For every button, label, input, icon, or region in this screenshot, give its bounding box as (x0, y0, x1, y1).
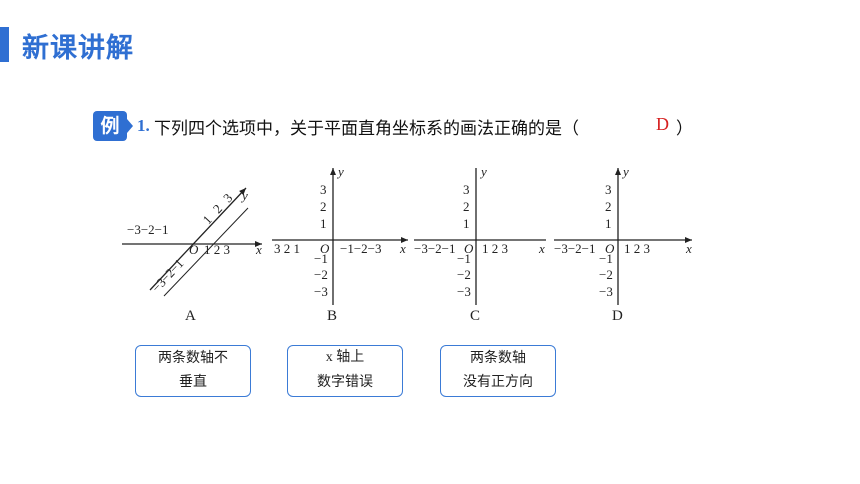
diagram-b: 3 2 1 O −1−2−3 x y 3 2 1 −1 −2 −3 B (272, 164, 408, 324)
diagram-c-x-neg-labels: −3−2−1 (414, 241, 456, 256)
diagram-d-caption: D (612, 308, 623, 324)
note-b: x 轴上 数字错误 (287, 345, 403, 397)
diagram-d: −3−2−1 O 1 2 3 x y 3 2 1 −1 −2 −3 D (554, 164, 692, 324)
note-a-line1: 两条数轴不 (158, 350, 228, 366)
diagram-a-x-label: x (255, 242, 262, 257)
diagram-a-y-pos-3: 3 (220, 190, 235, 205)
diagram-d-origin: O (605, 241, 615, 256)
diagram-b-y-label: y (336, 164, 344, 179)
diagram-a-origin: O (189, 242, 199, 257)
diagram-b-caption: B (327, 308, 337, 324)
diagram-c-y-2: 2 (463, 199, 470, 214)
diagram-b-origin: O (320, 241, 330, 256)
diagram-d-x-neg-labels: −3−2−1 (554, 241, 596, 256)
note-b-line2: 数字错误 (317, 374, 373, 390)
diagram-a-y-guide (163, 207, 249, 297)
diagram-b-y-2: 2 (320, 199, 327, 214)
note-c-line2: 没有正方向 (463, 374, 533, 390)
diagram-a-caption: A (185, 308, 196, 324)
diagram-b-y-neg3: −3 (314, 284, 328, 299)
diagram-b-y-neg2: −2 (314, 267, 328, 282)
diagram-d-y-3: 3 (605, 182, 612, 197)
diagram-b-x-left-labels: 3 2 1 (274, 241, 300, 256)
note-c: 两条数轴 没有正方向 (440, 345, 556, 397)
diagram-a-y-pos-1: 1 (200, 212, 215, 227)
page-title: 新课讲解 (22, 33, 134, 64)
diagram-a-y-axis (149, 187, 247, 291)
diagram-a-x-pos-labels: 1 2 3 (204, 242, 230, 257)
question-text: 下列四个选项中，关于平面直角坐标系的画法正确的是（ (154, 119, 579, 139)
diagram-a-x-neg-labels: −3−2−1 (127, 222, 169, 237)
header-accent-bar (0, 27, 9, 62)
diagram-c-y-3: 3 (463, 182, 470, 197)
diagram-c-y-label: y (479, 164, 487, 179)
answer-text: D (656, 114, 669, 134)
diagram-c: −3−2−1 O 1 2 3 x y 3 2 1 −1 −2 −3 C (414, 164, 546, 324)
diagram-d-x-pos-labels: 1 2 3 (624, 241, 650, 256)
diagram-c-y-1: 1 (463, 216, 470, 231)
diagram-d-x-label: x (685, 241, 692, 256)
diagram-d-y-neg1: −1 (599, 251, 613, 266)
diagram-a-y-label: y (240, 188, 248, 203)
note-c-line1: 两条数轴 (470, 350, 526, 366)
question-number: 1. (137, 116, 150, 135)
diagram-d-y-2: 2 (605, 199, 612, 214)
diagram-b-y-1: 1 (320, 216, 327, 231)
diagram-a: −3−2−1 O 1 2 3 x y 1 2 3 −3 −2 −1 A (122, 187, 262, 324)
diagram-d-y-neg3: −3 (599, 284, 613, 299)
diagram-c-y-neg2: −2 (457, 267, 471, 282)
diagram-d-y-neg2: −2 (599, 267, 613, 282)
diagram-b-y-3: 3 (320, 182, 327, 197)
diagram-c-x-label: x (538, 241, 545, 256)
diagram-b-x-label: x (399, 241, 406, 256)
diagram-d-y-label: y (621, 164, 629, 179)
badge-arrow-icon (127, 119, 133, 133)
diagram-c-y-neg1: −1 (457, 251, 471, 266)
question-close-paren: ） (676, 119, 693, 139)
example-badge: 例 (93, 111, 127, 141)
diagram-d-y-1: 1 (605, 216, 612, 231)
note-a-line2: 垂直 (179, 374, 207, 390)
diagram-c-origin: O (464, 241, 474, 256)
diagram-b-x-right-labels: −1−2−3 (340, 241, 382, 256)
note-b-line1: x 轴上 (325, 350, 365, 365)
diagram-c-caption: C (470, 308, 480, 324)
diagram-c-y-neg3: −3 (457, 284, 471, 299)
diagram-b-y-neg1: −1 (314, 251, 328, 266)
diagram-a-y-pos-2: 2 (210, 201, 225, 216)
diagram-c-x-pos-labels: 1 2 3 (482, 241, 508, 256)
note-a: 两条数轴不 垂直 (135, 345, 251, 397)
